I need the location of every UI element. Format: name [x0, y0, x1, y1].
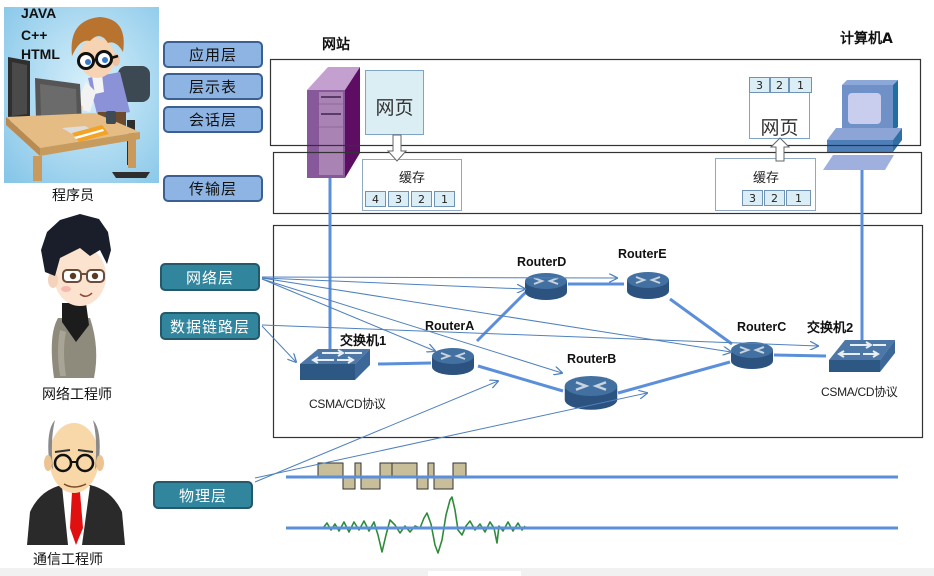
- link-switch1-router-a: [377, 361, 432, 366]
- programmer-avatar: [4, 7, 159, 183]
- communication-engineer-avatar: [27, 420, 125, 545]
- chair-icon: [118, 66, 150, 102]
- physical-layer-label: 物理层: [153, 481, 253, 509]
- segment-cell: 3: [749, 77, 770, 93]
- skill-java: JAVA: [21, 5, 57, 21]
- router-c-label: RouterC: [737, 320, 787, 334]
- website-buffer-segments: 4 3 2 1: [365, 191, 455, 207]
- website-buffer-label: 缓存: [398, 171, 425, 186]
- computer-buffer-label: 缓存: [753, 171, 780, 186]
- switch2-label: 交换机2: [807, 320, 854, 335]
- router-b-label: RouterB: [567, 352, 617, 366]
- link-router-e-router-c: [669, 297, 733, 346]
- switch2-protocol-label: CSMA/CD协议: [821, 385, 898, 399]
- mug-icon: [106, 111, 116, 124]
- transport-layer-label: 传输层: [163, 175, 263, 202]
- computer-icon: [823, 80, 902, 170]
- switch1-icon: [300, 349, 370, 380]
- segment-cell: 1: [434, 191, 455, 207]
- network-layer-label: 网络层: [160, 263, 260, 291]
- analog-signal: [322, 496, 526, 554]
- segment-cell: 3: [388, 191, 409, 207]
- network-engineer-avatar: [41, 214, 111, 378]
- server-icon: [307, 67, 360, 178]
- link-router-a-router-d: [475, 288, 530, 343]
- computer-webpage-label: 网页: [760, 117, 799, 139]
- website-webpage-box: 网页: [365, 70, 424, 135]
- skill-html: HTML: [21, 46, 60, 62]
- router-e-label: RouterE: [618, 247, 667, 261]
- segment-cell: 3: [742, 190, 763, 206]
- segment-cell: 2: [770, 77, 789, 93]
- link-router-b-router-c: [617, 360, 731, 395]
- segment-cell: 4: [365, 191, 386, 207]
- website-webpage-label: 网页: [375, 97, 414, 119]
- link-router-a-router-b: [477, 364, 564, 393]
- network-engineer-caption: 网络工程师: [42, 387, 112, 403]
- router-e-icon: [627, 272, 669, 299]
- router-d-icon: [525, 273, 567, 300]
- router-a-icon: [432, 348, 474, 375]
- segment-cell: 2: [411, 191, 432, 207]
- link-router-c-switch2: [773, 353, 827, 358]
- switch1-label: 交换机1: [340, 333, 387, 348]
- presentation-layer-label: 层示表: [163, 73, 263, 100]
- application-layer-label: 应用层: [163, 41, 263, 68]
- bottom-tab: [428, 571, 521, 576]
- transport-layer-frame: [272, 151, 923, 215]
- communication-engineer-caption: 通信工程师: [33, 552, 103, 568]
- computer-webpage-box: 3 2 1 网页: [749, 77, 812, 139]
- data-link-layer-label: 数据链路层: [160, 312, 260, 340]
- computer-title: 计算机A: [840, 31, 893, 47]
- router-a-label: RouterA: [425, 319, 475, 333]
- segment-cell: 1: [786, 190, 811, 206]
- skill-cpp: C++: [21, 27, 48, 43]
- website-buffer-box: 缓存 4 3 2 1: [362, 159, 462, 211]
- router-d-label: RouterD: [517, 255, 567, 269]
- segment-cell: 1: [789, 77, 812, 93]
- router-b-icon: [564, 376, 618, 410]
- session-layer-label: 会话层: [163, 106, 263, 133]
- computer-buffer-box: 缓存 3 2 1: [715, 158, 816, 211]
- computer-buffer-segments: 3 2 1: [742, 190, 811, 206]
- upper-layers-frame: [269, 58, 922, 147]
- website-title: 网站: [322, 37, 350, 53]
- router-c-icon: [731, 342, 773, 369]
- programmer-caption: 程序员: [52, 188, 94, 204]
- computer-page-segments: 3 2 1: [749, 77, 812, 93]
- switch2-icon: [829, 340, 895, 372]
- switch1-protocol-label: CSMA/CD协议: [309, 397, 386, 411]
- segment-cell: 2: [764, 190, 785, 206]
